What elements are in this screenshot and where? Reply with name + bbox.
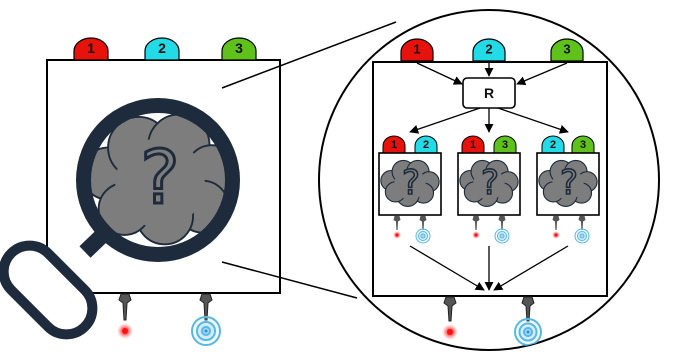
zoom-blue-wave-output-icon xyxy=(513,296,543,347)
blue-wave-output-icon xyxy=(190,293,222,347)
sub-block-3-input-a: 2 xyxy=(541,135,565,154)
cloud-icon xyxy=(459,159,519,207)
zoom-red-dot-output-icon xyxy=(442,296,458,340)
sub-block-label: 2 xyxy=(550,139,556,151)
arrow-input1-to-r xyxy=(416,62,463,85)
zoom-input-1-cap: 1 xyxy=(400,38,434,62)
input-3-cap: 3 xyxy=(221,37,257,61)
zoom-input-1-label: 1 xyxy=(413,42,420,57)
sub-block-2-symbol: ? xyxy=(481,163,499,203)
zoomed-detail-view: 1 2 3 R xyxy=(318,9,660,351)
zoom-input-2-cap: 2 xyxy=(472,38,506,62)
sub-block-3-wave-output-icon xyxy=(574,216,590,244)
zoom-line-bottom xyxy=(221,261,358,299)
sub-block-label: 3 xyxy=(580,139,586,151)
input-cap-shape xyxy=(73,37,109,61)
magnifying-glass-icon: ? xyxy=(0,98,240,340)
input-3-label: 3 xyxy=(235,40,243,56)
input-1-label: 1 xyxy=(87,40,95,56)
sub-block-1: 1 2 ? xyxy=(378,135,442,244)
input-cap-shape xyxy=(144,37,180,61)
arrow-block3-to-output xyxy=(493,245,569,291)
sub-block-3-input-b: 3 xyxy=(571,135,595,154)
sub-block-label: 3 xyxy=(502,139,508,151)
zoom-input-2-label: 2 xyxy=(485,42,492,57)
sub-block-1-symbol: ? xyxy=(402,163,420,203)
sub-block-label: 2 xyxy=(423,139,429,151)
arrow-r-to-block3 xyxy=(497,107,569,134)
cloud-icon xyxy=(538,159,598,207)
reducer-box: R xyxy=(462,77,516,109)
internal-frame xyxy=(372,61,608,297)
sub-block-2: 1 3 ? xyxy=(457,135,521,244)
sub-block-label: 1 xyxy=(470,139,476,151)
sub-block-2-wave-output-icon xyxy=(494,216,510,244)
red-dot-output-icon xyxy=(117,293,133,339)
sub-block-1-wave-output-icon xyxy=(415,216,431,244)
arrow-input3-to-r xyxy=(516,62,568,86)
input-2-label: 2 xyxy=(158,40,166,56)
sub-block-3-symbol: ? xyxy=(560,163,578,203)
zoom-line-top xyxy=(221,21,397,89)
input-cap-shape xyxy=(221,37,257,61)
sub-block-2-input-a: 1 xyxy=(461,135,485,154)
sub-block-1-red-output-icon xyxy=(393,216,401,239)
sub-block-2-input-b: 3 xyxy=(493,135,517,154)
sub-block-3-red-output-icon xyxy=(552,216,560,239)
sub-block-3: 2 3 ? xyxy=(536,135,600,244)
input-2-cap: 2 xyxy=(144,37,180,61)
input-1-cap: 1 xyxy=(73,37,109,61)
zoom-input-3-cap: 3 xyxy=(550,38,584,62)
sub-block-label: 1 xyxy=(391,139,397,151)
zoom-input-3-label: 3 xyxy=(563,42,570,57)
arrow-r-to-block1 xyxy=(409,107,481,134)
sub-block-1-input-a: 1 xyxy=(382,135,406,154)
sub-block-2-red-output-icon xyxy=(472,216,480,239)
unknown-symbol: ? xyxy=(140,135,179,221)
sub-block-1-input-b: 2 xyxy=(414,135,438,154)
cloud-icon xyxy=(380,159,440,207)
reducer-label: R xyxy=(484,85,494,101)
arrow-block1-to-output xyxy=(409,245,485,291)
